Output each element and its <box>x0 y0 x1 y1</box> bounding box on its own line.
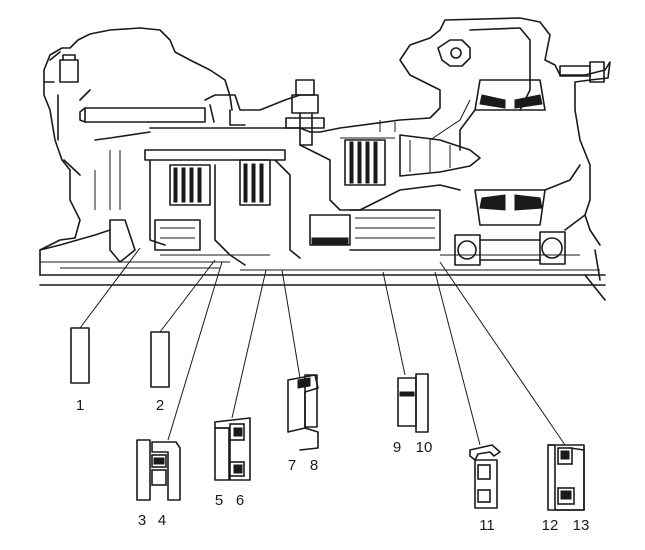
callout-13: 13 <box>573 517 590 534</box>
detail-seal-3-4 <box>136 439 181 501</box>
ball-bearing-right <box>539 231 566 265</box>
leader-lines <box>79 247 566 446</box>
callout-8: 8 <box>310 457 318 474</box>
tapered-bearing-upper <box>459 79 546 151</box>
detail-seal-11 <box>469 444 501 509</box>
callout-1: 1 <box>76 397 84 414</box>
callout-7: 7 <box>288 457 296 474</box>
detail-seal-5-6 <box>214 417 251 481</box>
detail-seal-7-8 <box>287 374 319 451</box>
leader-1 <box>79 247 141 329</box>
clutch-pack-center <box>344 139 386 186</box>
leader-11 <box>434 271 481 446</box>
ball-bearing-left <box>454 234 481 266</box>
callout-10: 10 <box>416 439 433 456</box>
callout-labels: 1 2 3 4 5 6 7 8 9 10 11 12 13 <box>76 397 590 534</box>
leader-2 <box>159 259 216 333</box>
callout-3: 3 <box>138 512 146 529</box>
detail-part-2 <box>150 331 170 388</box>
callout-5: 5 <box>215 492 223 509</box>
callout-4: 4 <box>158 512 166 529</box>
callout-6: 6 <box>236 492 244 509</box>
callout-12: 12 <box>542 517 559 534</box>
detail-part-1 <box>70 327 90 384</box>
leader-12-13 <box>439 261 566 446</box>
housing-cross-section <box>39 17 611 301</box>
tapered-bearing-lower <box>474 164 581 226</box>
callout-2: 2 <box>156 397 164 414</box>
detail-seal-9-10 <box>397 373 429 433</box>
clutch-pack-left <box>169 159 271 206</box>
callout-9: 9 <box>393 439 401 456</box>
detail-seal-12-13 <box>547 444 585 511</box>
callout-11: 11 <box>479 517 495 534</box>
leader-9-10 <box>382 271 406 376</box>
leader-3-4 <box>167 261 223 441</box>
leader-7-8 <box>281 269 301 379</box>
leader-5-6 <box>231 269 267 419</box>
